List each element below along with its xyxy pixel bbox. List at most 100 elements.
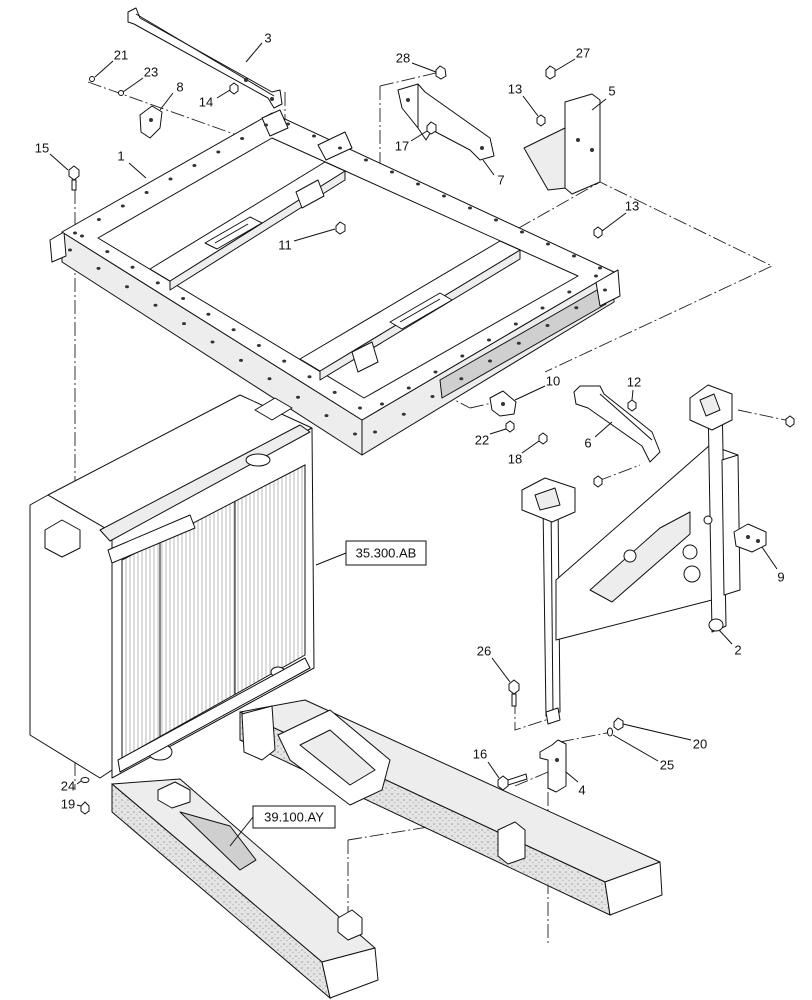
nut-18 [538, 432, 548, 445]
callout-23[interactable]: 23 [144, 65, 158, 80]
callout-9[interactable]: 9 [777, 570, 784, 585]
frame-opening [97, 137, 579, 399]
callout-27[interactable]: 27 [576, 46, 590, 61]
callout-2[interactable]: 2 [734, 643, 741, 658]
callout-10[interactable]: 10 [546, 374, 560, 389]
frame-slot [214, 223, 249, 244]
bolt-19 [80, 801, 90, 815]
frame-inner-bracket [351, 341, 379, 373]
leader-11 [293, 228, 336, 242]
mounting-hole [442, 194, 446, 198]
lower-rail-right [239, 699, 663, 916]
leader-24 [76, 780, 82, 785]
bar-edge [135, 13, 275, 97]
bracket-7-body [397, 83, 495, 161]
bracket-2-cutout [589, 511, 691, 603]
leader-7 [482, 159, 495, 176]
leader-23 [122, 77, 144, 93]
mounting-hole [488, 359, 492, 363]
mounting-hole [181, 297, 186, 300]
radiator [29, 394, 315, 779]
mounting-hole [231, 328, 236, 332]
mounting-hole [210, 340, 215, 344]
callout-22[interactable]: 22 [475, 433, 489, 448]
leader-26 [491, 657, 511, 683]
mounting-hole [459, 377, 464, 381]
callout-5[interactable]: 5 [608, 84, 615, 99]
centerline [559, 731, 613, 743]
bolt-head [497, 775, 509, 791]
bracket-9-body [733, 523, 767, 553]
mounting-hole [540, 306, 545, 310]
callout-26[interactable]: 26 [477, 644, 491, 659]
mounting-hole [267, 377, 272, 381]
callout-14[interactable]: 14 [199, 95, 213, 110]
callout-15[interactable]: 15 [35, 141, 49, 156]
mounting-hole [401, 412, 406, 416]
callout-24[interactable]: 24 [61, 779, 75, 794]
callout-25[interactable]: 25 [660, 758, 674, 773]
reference-radiator[interactable]: 35.300.AB [345, 540, 427, 566]
bracket-2-foot [708, 618, 724, 632]
bolt-shank [511, 693, 517, 707]
bracket-2-hole [682, 544, 698, 560]
part-7-bracket [397, 83, 495, 161]
mounting-hole [239, 358, 243, 362]
callout-16[interactable]: 16 [473, 747, 487, 762]
leader-27 [554, 58, 576, 72]
bracket-2-hole [703, 515, 713, 525]
callout-19[interactable]: 19 [61, 797, 75, 812]
bracket-5-gusset [523, 127, 567, 191]
bolt-12 [627, 399, 637, 412]
leader-ref-radiator [315, 552, 347, 566]
bolt-head [68, 165, 80, 181]
mounting-hole [487, 338, 491, 342]
callout-20[interactable]: 20 [693, 737, 707, 752]
callout-7[interactable]: 7 [497, 173, 504, 188]
leader-13 [601, 212, 627, 232]
bolt-head [508, 679, 520, 695]
callout-13-b[interactable]: 13 [625, 199, 639, 214]
bolt-14 [229, 82, 239, 95]
reference-lower-rail[interactable]: 39.100.AY [252, 805, 336, 829]
centerline [479, 181, 774, 373]
frame-slot-plate [389, 292, 453, 330]
mounting-hole [206, 312, 211, 316]
bracket-7-hole [406, 98, 410, 102]
mounting-hole [545, 324, 550, 327]
leader-28 [411, 62, 437, 73]
frame-lower-plate [439, 285, 607, 399]
mounting-hole [598, 266, 602, 270]
support-6-body [573, 385, 661, 463]
mounting-hole [574, 306, 579, 310]
leader-20 [622, 723, 692, 741]
callout-4[interactable]: 4 [578, 783, 585, 798]
leader-6 [594, 421, 613, 438]
callout-21[interactable]: 21 [114, 48, 128, 63]
leader-15 [49, 153, 69, 171]
callout-8[interactable]: 8 [176, 80, 183, 95]
mounting-hole [296, 395, 300, 399]
callout-13-a[interactable]: 13 [508, 82, 522, 97]
nut-13 [536, 114, 546, 127]
callout-1[interactable]: 1 [117, 149, 124, 164]
bracket-2-mount-slot [699, 393, 721, 417]
callout-11[interactable]: 11 [278, 238, 292, 253]
washer-23 [118, 90, 124, 96]
callout-12[interactable]: 12 [627, 375, 641, 390]
callout-6[interactable]: 6 [584, 436, 591, 451]
leader-4 [565, 771, 579, 783]
rail-left-mount [157, 781, 191, 809]
leader-9 [761, 546, 778, 570]
callout-28[interactable]: 28 [396, 51, 410, 66]
mounting-hole [516, 341, 521, 345]
callout-18[interactable]: 18 [508, 452, 522, 467]
bracket-5-hole [590, 148, 594, 152]
callout-17[interactable]: 17 [395, 139, 409, 154]
bolt-28 [435, 65, 447, 80]
callout-3[interactable]: 3 [264, 31, 271, 46]
reference-label: 39.100.AY [264, 810, 324, 825]
mounting-hole [168, 177, 173, 181]
mounting-hole [216, 150, 221, 154]
